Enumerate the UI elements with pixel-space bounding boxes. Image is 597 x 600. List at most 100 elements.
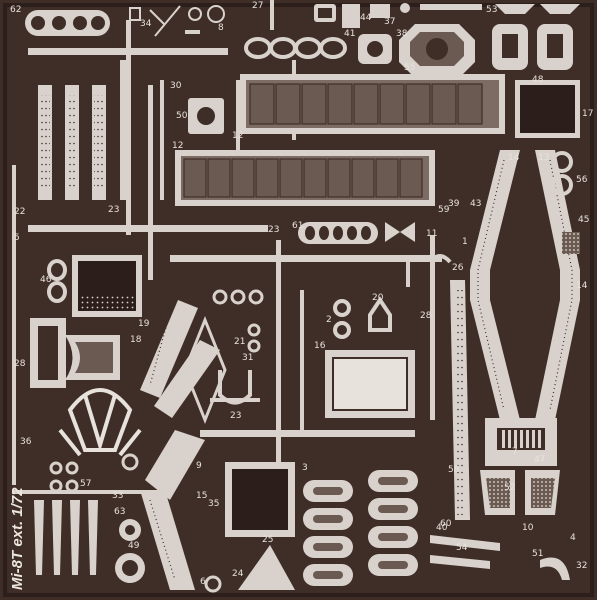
part-number: 23 (268, 225, 279, 235)
grille-panel (485, 418, 557, 466)
part-number: 26 (452, 263, 464, 273)
top-clips (314, 3, 482, 28)
part-number: 38 (396, 29, 408, 39)
part-number: 1 (462, 237, 468, 247)
part-number: 46 (40, 275, 52, 285)
left-vertical-strips (38, 60, 126, 200)
top-ring-strip (25, 10, 110, 36)
round-vents (333, 299, 351, 339)
part-number: 22 (14, 207, 25, 217)
octagon-window (399, 24, 475, 78)
part-number: 28 (420, 311, 432, 321)
fret-border (3, 3, 594, 597)
part-number: 47 (534, 455, 545, 465)
part-number: 6 (200, 577, 206, 587)
part-number: 28 (14, 359, 26, 369)
part-number: 60 (440, 519, 452, 529)
part-number: 48 (532, 75, 544, 85)
mesh-square (562, 232, 580, 254)
part-number: 54 (456, 543, 468, 553)
part-number: 23 (108, 205, 119, 215)
coil-rings (212, 289, 264, 353)
right-dark-panel (515, 80, 580, 138)
seat-bracket (368, 296, 392, 332)
part-number: 58 (448, 465, 460, 475)
part-number: 45 (578, 215, 589, 225)
middle-large-panel (175, 150, 435, 206)
part-number: 39 (448, 199, 460, 209)
part-number: 32 (576, 561, 587, 571)
part-number: 19 (138, 319, 150, 329)
part-number: 25 (262, 535, 273, 545)
part-number: 34 (140, 19, 152, 29)
part-number: 14 (576, 281, 588, 291)
part-number: 61 (292, 221, 303, 231)
bottom-left-fingers (34, 500, 98, 575)
part-number: 62 (10, 5, 21, 15)
part-number: 5 (14, 233, 20, 243)
top-small-brackets (129, 5, 225, 37)
part-number: 7 (512, 447, 518, 457)
part-number: 55 (404, 63, 415, 73)
part-number: 23 (230, 411, 241, 421)
part-number: 37 (384, 17, 395, 27)
part-number: 12 (172, 141, 183, 151)
part-number: 63 (114, 507, 125, 517)
diagonal-ladder (140, 300, 227, 590)
part-number: 44 (360, 13, 372, 23)
gear-wheels (115, 519, 222, 593)
curved-shroud (65, 335, 120, 380)
part-number: 16 (314, 341, 326, 351)
part-number: 31 (242, 353, 253, 363)
sprue-runners (12, 0, 442, 494)
part-number: 36 (20, 437, 32, 447)
part-number: 15 (196, 491, 207, 501)
part-number: 4 (570, 533, 576, 543)
part-number: 53 (486, 5, 497, 15)
ring-chain (298, 222, 378, 244)
part-number: 10 (522, 523, 534, 533)
triangle-plate (238, 545, 295, 590)
bottom-right-strips (430, 535, 570, 580)
dark-frame-panel (225, 462, 295, 537)
part-number: 20 (372, 293, 384, 303)
hooks (406, 254, 452, 287)
part-number: 41 (344, 29, 355, 39)
part-number: 3 (302, 463, 308, 473)
part-number: 24 (232, 569, 244, 579)
hex-ring (358, 34, 392, 64)
window-panel (325, 350, 415, 418)
part-number: 57 (80, 479, 91, 489)
part-number: 43 (470, 199, 481, 209)
sheet-title: Mi-8T ext. 1/72 (9, 487, 26, 590)
part-number: 8 (218, 23, 224, 33)
square-ring (188, 98, 224, 134)
part-number: 51 (532, 549, 543, 559)
right-long-straps (450, 150, 580, 520)
part-number: 50 (176, 111, 188, 121)
canopy-frame (58, 388, 142, 457)
part-number-labels: 62 34 8 27 41 37 38 44 53 55 48 17 30 50… (10, 1, 593, 587)
upper-large-panel (240, 74, 505, 134)
bowtie-clips (385, 222, 415, 242)
oval-loop-strip (244, 37, 347, 59)
part-number: 35 (208, 499, 219, 509)
part-number: 17 (582, 109, 593, 119)
mesh-pads (480, 470, 560, 515)
right-rings (551, 151, 573, 196)
part-number: 30 (170, 81, 182, 91)
dotted-square-panel (72, 255, 142, 317)
top-right-frames (492, 24, 573, 70)
small-ring-links (49, 453, 139, 493)
part-number: 56 (576, 175, 588, 185)
part-number: 49 (128, 541, 140, 551)
slot-holes (313, 477, 408, 579)
part-number: 2 (326, 315, 332, 325)
part-number: 14 (508, 153, 520, 163)
part-number: 33 (112, 491, 123, 501)
part-number: 27 (252, 1, 263, 11)
part-number: 59 (438, 205, 450, 215)
part-number: 12 (232, 131, 243, 141)
left-chain-loops (47, 259, 67, 303)
